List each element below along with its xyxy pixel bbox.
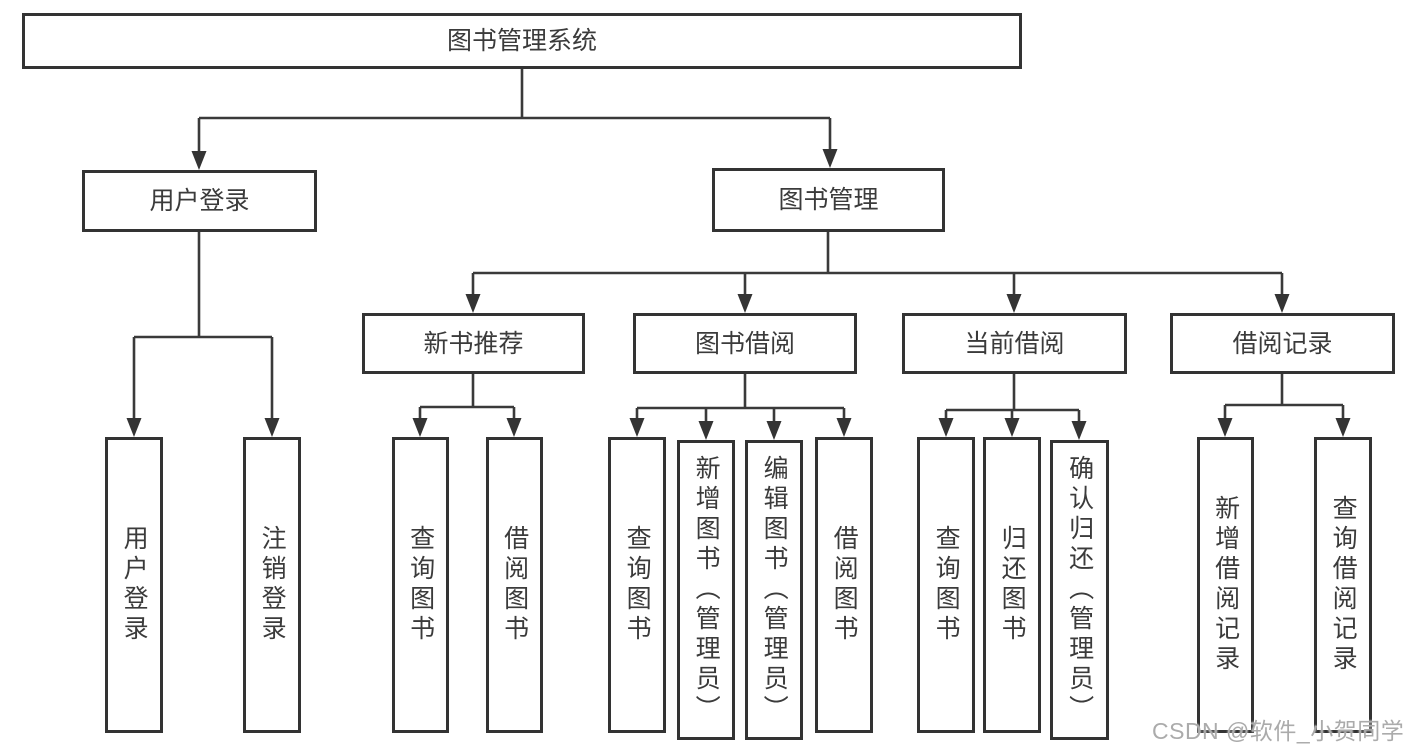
node-label: 查询图书 [623, 525, 652, 645]
node-new-book-recommendation: 新书推荐 [362, 313, 585, 374]
arrowhead [1335, 418, 1351, 437]
arrowhead [264, 418, 280, 437]
leaf-recommend-query-books: 查询图书 [392, 437, 449, 733]
leaf-current-query-books: 查询图书 [917, 437, 975, 733]
leaf-borrow-books: 借阅图书 [815, 437, 873, 733]
connector-borrow-record-children [1223, 374, 1345, 420]
arrowhead [465, 294, 481, 313]
node-label: 查询图书 [932, 525, 961, 645]
leaf-return-books: 归还图书 [983, 437, 1041, 733]
arrowhead [126, 418, 142, 437]
arrowhead [737, 294, 753, 313]
node-label: 编辑图书（管理员） [760, 455, 789, 725]
connector-new-book-children [418, 374, 516, 420]
leaf-logout: 注销登录 [243, 437, 301, 733]
leaf-user-login: 用户登录 [105, 437, 163, 733]
leaf-borrow-query-books: 查询图书 [608, 437, 666, 733]
arrowhead [1006, 294, 1022, 313]
node-label: 新增图书（管理员） [692, 455, 721, 725]
connector-root-to-level2 [197, 69, 832, 152]
leaf-query-borrow-record: 查询借阅记录 [1314, 437, 1372, 733]
connector-book-borrow-children [635, 374, 846, 423]
arrowhead [836, 418, 852, 437]
node-label: 新书推荐 [423, 329, 524, 358]
node-label: 确认归还（管理员） [1065, 455, 1094, 725]
node-user-login: 用户登录 [82, 170, 317, 232]
arrowhead [1274, 294, 1290, 313]
arrowhead [698, 421, 714, 440]
arrowhead [766, 421, 782, 440]
node-book-management: 图书管理 [712, 168, 945, 232]
node-label: 新增借阅记录 [1211, 495, 1240, 675]
arrowhead [1071, 421, 1087, 440]
node-current-borrowing: 当前借阅 [902, 313, 1127, 374]
node-label: 借阅图书 [830, 525, 859, 645]
node-label: 用户登录 [149, 187, 250, 215]
node-label: 查询图书 [406, 525, 435, 645]
node-book-borrowing: 图书借阅 [633, 313, 857, 374]
leaf-add-books-admin: 新增图书（管理员） [677, 440, 735, 740]
arrowhead [506, 418, 522, 437]
node-label: 借阅图书 [500, 525, 529, 645]
connector-current-borrow-children [944, 374, 1081, 423]
node-label: 图书管理 [778, 186, 879, 214]
arrowhead [938, 418, 954, 437]
node-label: 借阅记录 [1232, 329, 1333, 358]
connector-book-management-children [471, 232, 1284, 296]
leaf-recommend-borrow-books: 借阅图书 [486, 437, 543, 733]
arrowhead [629, 418, 645, 437]
leaf-edit-books-admin: 编辑图书（管理员） [745, 440, 803, 740]
csdn-watermark: CSDN @软件_小贺同学 [1152, 718, 1405, 744]
node-label: 图书借阅 [694, 329, 795, 358]
node-label: 查询借阅记录 [1329, 495, 1358, 675]
arrowhead [822, 149, 838, 168]
node-label: 当前借阅 [964, 329, 1065, 358]
node-label: 注销登录 [258, 525, 287, 645]
node-label: 归还图书 [998, 525, 1027, 645]
arrowhead [1004, 418, 1020, 437]
connector-user-login-children [132, 232, 274, 420]
arrowhead [191, 151, 207, 170]
node-label: 用户登录 [120, 525, 149, 645]
leaf-add-borrow-record: 新增借阅记录 [1197, 437, 1254, 733]
arrowhead [1217, 418, 1233, 437]
leaf-confirm-return-admin: 确认归还（管理员） [1050, 440, 1109, 740]
node-library-management-system: 图书管理系统 [22, 13, 1022, 69]
node-label: 图书管理系统 [446, 27, 597, 55]
arrowhead [412, 418, 428, 437]
node-borrowing-records: 借阅记录 [1170, 313, 1395, 374]
